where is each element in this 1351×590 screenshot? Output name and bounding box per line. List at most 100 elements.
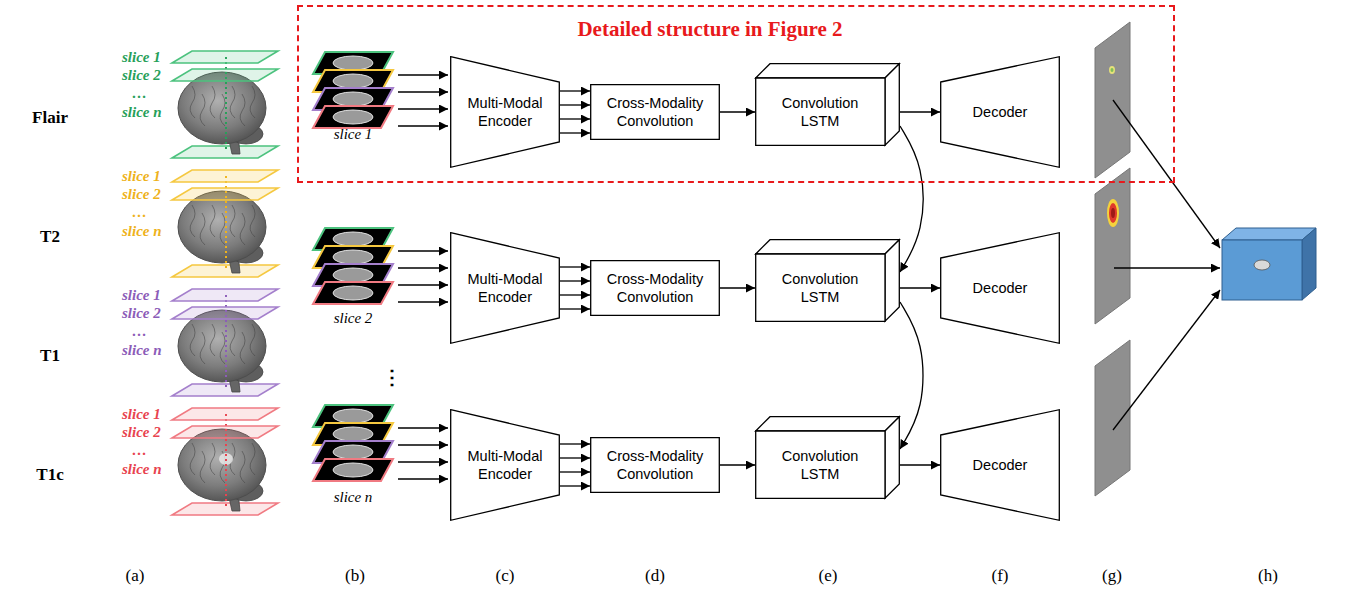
flow-arrow — [560, 266, 590, 267]
input-arrow — [398, 267, 448, 268]
trapezoid-outline — [941, 57, 1060, 168]
block-front — [756, 78, 885, 145]
label-anchor: (b) — [345, 566, 365, 586]
input-arrow — [398, 478, 448, 479]
box-label: Cross-Modality Convolution — [596, 270, 714, 306]
input-arrow — [398, 250, 448, 251]
flow-arrow — [560, 457, 590, 458]
encoder-trapezoid-outline — [450, 56, 560, 168]
slice-caption: slice 1 — [334, 126, 373, 143]
label-anchor: slice 1 — [122, 167, 161, 185]
slice-label: slice 1 — [122, 406, 161, 423]
segment-blob — [1107, 199, 1119, 227]
flow-arrow — [560, 104, 590, 105]
brain-cerebrum — [178, 429, 266, 501]
box-label: Cross-Modality Convolution — [596, 447, 714, 483]
slice-brain — [333, 445, 373, 459]
encoder-trapezoid: Multi-Modal Encoder — [450, 56, 560, 168]
block-side — [885, 417, 899, 499]
block-top — [756, 417, 900, 431]
flow-arrow — [560, 485, 590, 486]
brain-gyrus — [240, 332, 245, 364]
block-front — [756, 431, 885, 498]
process-box: Cross-Modality Convolution — [590, 437, 720, 493]
brain-gyrus — [210, 443, 215, 475]
box-label: Multi-Modal Encoder — [463, 270, 547, 306]
decoder-trapezoid: Decoder — [940, 56, 1060, 168]
brain-gyrus — [250, 443, 255, 475]
block-top — [756, 240, 900, 254]
cube-top — [1222, 228, 1316, 240]
brain-gyrus — [250, 324, 255, 356]
ellipsis-mark: ⋮ — [382, 366, 402, 389]
input-arrow — [398, 301, 448, 302]
flow-arrow — [560, 132, 590, 133]
slice-plane — [172, 289, 278, 301]
label-anchor: T2 — [40, 227, 60, 247]
trapezoid-outline — [451, 233, 560, 344]
slice-label: slice 1 — [122, 49, 161, 66]
brain-gyrus — [190, 443, 195, 475]
label-anchor: slice 2 — [334, 309, 373, 327]
slice-label: slice 2 — [122, 424, 161, 441]
brain-cerebrum — [178, 310, 266, 382]
panel-letter: (f) — [992, 566, 1009, 586]
label-anchor: T1 — [40, 346, 60, 366]
input-arrow — [398, 444, 448, 445]
merge-arrow — [1114, 267, 1220, 268]
input-arrow — [398, 74, 448, 75]
label-anchor: slice n — [334, 488, 373, 506]
flow-arrow — [720, 111, 755, 112]
slice-label: slice 2 — [122, 305, 161, 322]
brain-figure — [172, 170, 278, 277]
flow-arrow — [560, 443, 590, 444]
process-box-outline — [590, 84, 720, 140]
label-anchor: … — [132, 203, 147, 221]
slice-brain — [333, 232, 373, 246]
brain-gyrus — [190, 324, 195, 356]
merge-arrow — [1113, 100, 1220, 248]
segment-blob — [1111, 208, 1115, 218]
panel-letter: (d) — [645, 566, 665, 586]
slice-label: slice 2 — [122, 186, 161, 203]
brain-cerebrum — [178, 72, 266, 144]
flow-arrow — [560, 90, 590, 91]
panel-letter: (a) — [126, 566, 145, 586]
modality-label: T2 — [40, 227, 60, 247]
label-anchor: … — [132, 84, 147, 102]
brain-gyrus — [230, 205, 235, 237]
label-anchor: slice n — [122, 103, 162, 121]
slice-stack — [313, 405, 393, 481]
brain-gyrus — [250, 205, 255, 237]
flow-arrow — [900, 126, 923, 272]
flow-arrow — [560, 471, 590, 472]
segment-blob — [1109, 66, 1115, 74]
cube-front — [1222, 240, 1302, 300]
slice-label: slice n — [122, 342, 162, 359]
label-anchor: … — [132, 322, 147, 340]
brain-gyrus — [200, 332, 205, 364]
box-outline — [591, 438, 720, 493]
brain-figure — [172, 289, 278, 396]
label-anchor: slice 2 — [122, 423, 161, 441]
slice-brain — [333, 427, 373, 441]
mri-slice — [313, 459, 393, 481]
process-box-outline — [590, 260, 720, 316]
brain-gyrus — [200, 213, 205, 245]
segment-blob — [1111, 68, 1114, 72]
slice-label: … — [132, 204, 147, 221]
slice-brain — [333, 268, 373, 282]
panel-letter: (g) — [1102, 566, 1122, 586]
slice-label: slice n — [122, 223, 162, 240]
segment-blob — [1109, 203, 1117, 223]
lstm-block: Convolution LSTM — [755, 63, 900, 146]
flow-arrow — [560, 280, 590, 281]
label-anchor: slice 1 — [122, 286, 161, 304]
brain-gyrus — [230, 324, 235, 356]
decoder-trapezoid: Decoder — [940, 409, 1060, 521]
brain-figure — [172, 51, 278, 158]
process-box: Cross-Modality Convolution — [590, 260, 720, 316]
slice-brain — [333, 409, 373, 423]
slice-brain — [333, 92, 373, 106]
label-anchor: slice 1 — [122, 405, 161, 423]
